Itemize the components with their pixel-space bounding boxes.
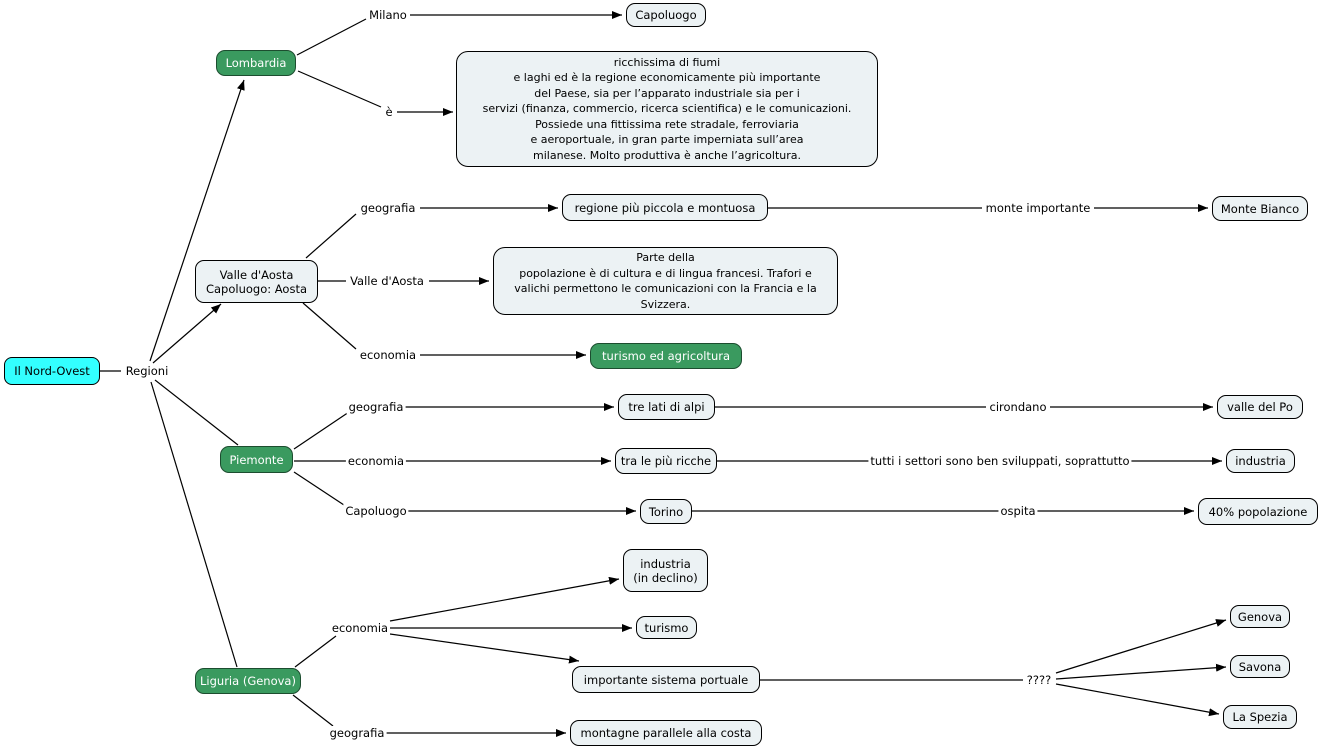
node-lombardia-description[interactable]: ricchissima di fiumi e laghi ed è la reg…	[456, 51, 878, 167]
node-tre-lati-di-alpi[interactable]: tre lati di alpi	[618, 394, 715, 420]
node-regione-piu-piccola[interactable]: regione più piccola e montuosa	[562, 194, 768, 221]
node-tra-le-piu-ricche[interactable]: tra le più ricche	[615, 448, 717, 474]
node-turismo-ed-agricoltura[interactable]: turismo ed agricoltura	[590, 343, 742, 369]
node-40-popolazione[interactable]: 40% popolazione	[1198, 498, 1318, 525]
node-sistema-portuale[interactable]: importante sistema portuale	[572, 666, 760, 693]
edge-label-regioni[interactable]: Regioni	[123, 364, 171, 378]
node-turismo[interactable]: turismo	[636, 616, 697, 639]
edge-label-geografia-liguria[interactable]: geografia	[327, 726, 387, 740]
node-lombardia[interactable]: Lombardia	[216, 50, 296, 76]
node-torino[interactable]: Torino	[640, 499, 692, 524]
edge-label-milano[interactable]: Milano	[367, 8, 409, 22]
node-il-nord-ovest[interactable]: Il Nord-Ovest	[4, 357, 100, 385]
edge-label-question-marks[interactable]: ????	[1024, 673, 1054, 687]
edge-label-economia-piemonte[interactable]: economia	[345, 454, 407, 468]
edge-label-geografia-piemonte[interactable]: geografia	[346, 400, 406, 414]
node-valle-del-po[interactable]: valle del Po	[1217, 395, 1303, 419]
edge-label-e[interactable]: è	[383, 105, 395, 119]
node-savona[interactable]: Savona	[1230, 655, 1290, 678]
node-industria-in-declino[interactable]: industria (in declino)	[623, 549, 708, 592]
node-la-spezia[interactable]: La Spezia	[1223, 705, 1297, 729]
edge-label-tutti-i-settori[interactable]: tutti i settori sono ben sviluppati, sop…	[868, 454, 1132, 468]
edge-label-monte-importante[interactable]: monte importante	[983, 201, 1093, 215]
edge-label-ospita[interactable]: ospita	[998, 504, 1038, 518]
edge-label-capoluogo-piemonte[interactable]: Capoluogo	[343, 504, 409, 518]
node-industria-piemonte[interactable]: industria	[1226, 449, 1295, 473]
edge-label-geografia-vda[interactable]: geografia	[358, 201, 418, 215]
node-genova[interactable]: Genova	[1230, 605, 1290, 628]
node-vda-description[interactable]: Parte della popolazione è di cultura e d…	[493, 247, 838, 315]
node-montagne-parallele[interactable]: montagne parallele alla costa	[570, 720, 762, 746]
node-monte-bianco[interactable]: Monte Bianco	[1212, 196, 1308, 221]
edge-label-cirondano[interactable]: cirondano	[987, 400, 1049, 414]
node-liguria[interactable]: Liguria (Genova)	[195, 668, 301, 694]
edge-label-economia-vda[interactable]: economia	[357, 348, 419, 362]
edge-label-valle-daosta[interactable]: Valle d'Aosta	[348, 274, 426, 288]
node-valle-daosta[interactable]: Valle d'Aosta Capoluogo: Aosta	[195, 260, 318, 303]
node-piemonte[interactable]: Piemonte	[220, 446, 293, 473]
edge-label-economia-liguria[interactable]: economia	[329, 621, 391, 635]
node-capoluogo-lombardia[interactable]: Capoluogo	[626, 3, 706, 27]
